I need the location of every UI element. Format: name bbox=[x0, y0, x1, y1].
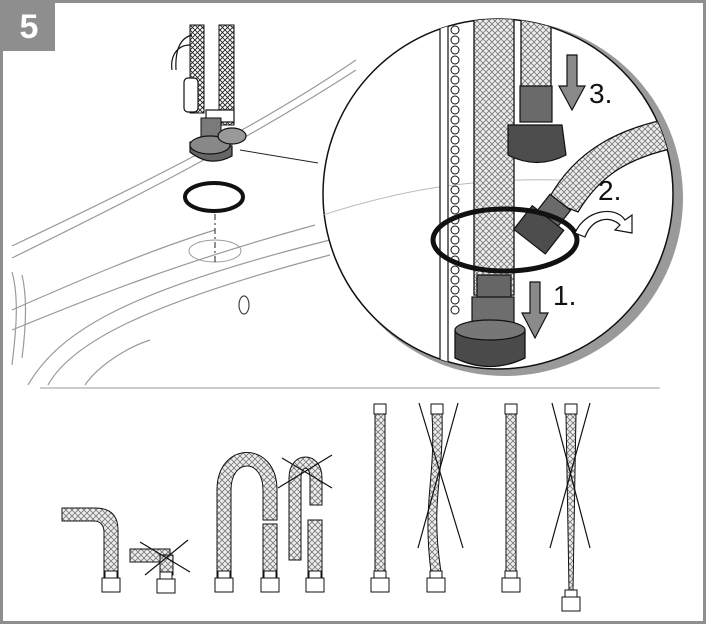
detail-magnifier: 3. 2. 1. bbox=[322, 18, 683, 376]
callout-step1: 1. bbox=[553, 280, 576, 311]
arrow-step3 bbox=[557, 54, 587, 112]
bead-chain bbox=[450, 19, 460, 315]
hose-curved bbox=[547, 114, 673, 213]
arrow-step1 bbox=[521, 281, 549, 340]
hose-example-twisted-long bbox=[417, 402, 464, 593]
hose-example-straight-long-2 bbox=[501, 403, 521, 593]
sink-outline bbox=[11, 59, 357, 386]
hose-examples bbox=[61, 402, 591, 612]
lift-rod bbox=[439, 19, 449, 369]
sink-hole-marker bbox=[188, 214, 242, 263]
step-number-badge: 5 bbox=[3, 3, 55, 51]
overflow-hole bbox=[238, 295, 250, 315]
hose-example-u-loop bbox=[214, 452, 280, 593]
callout-step2: 2. bbox=[598, 175, 621, 206]
o-ring-small bbox=[183, 181, 245, 213]
hose-example-tight-bend bbox=[129, 539, 191, 594]
hose-example-straight-long bbox=[370, 403, 390, 593]
callout-pointer bbox=[239, 149, 319, 164]
hose-main bbox=[473, 19, 515, 296]
o-ring-large bbox=[430, 206, 580, 274]
callout-step3: 3. bbox=[589, 78, 612, 109]
hose-assembly-small bbox=[171, 24, 247, 162]
hose-example-l-bend bbox=[61, 507, 121, 593]
arrow-step2-rotate bbox=[574, 210, 633, 238]
hose-example-kinked-loop bbox=[277, 454, 333, 593]
hose-example-overstretched bbox=[549, 402, 591, 612]
hose-upper bbox=[520, 19, 552, 91]
